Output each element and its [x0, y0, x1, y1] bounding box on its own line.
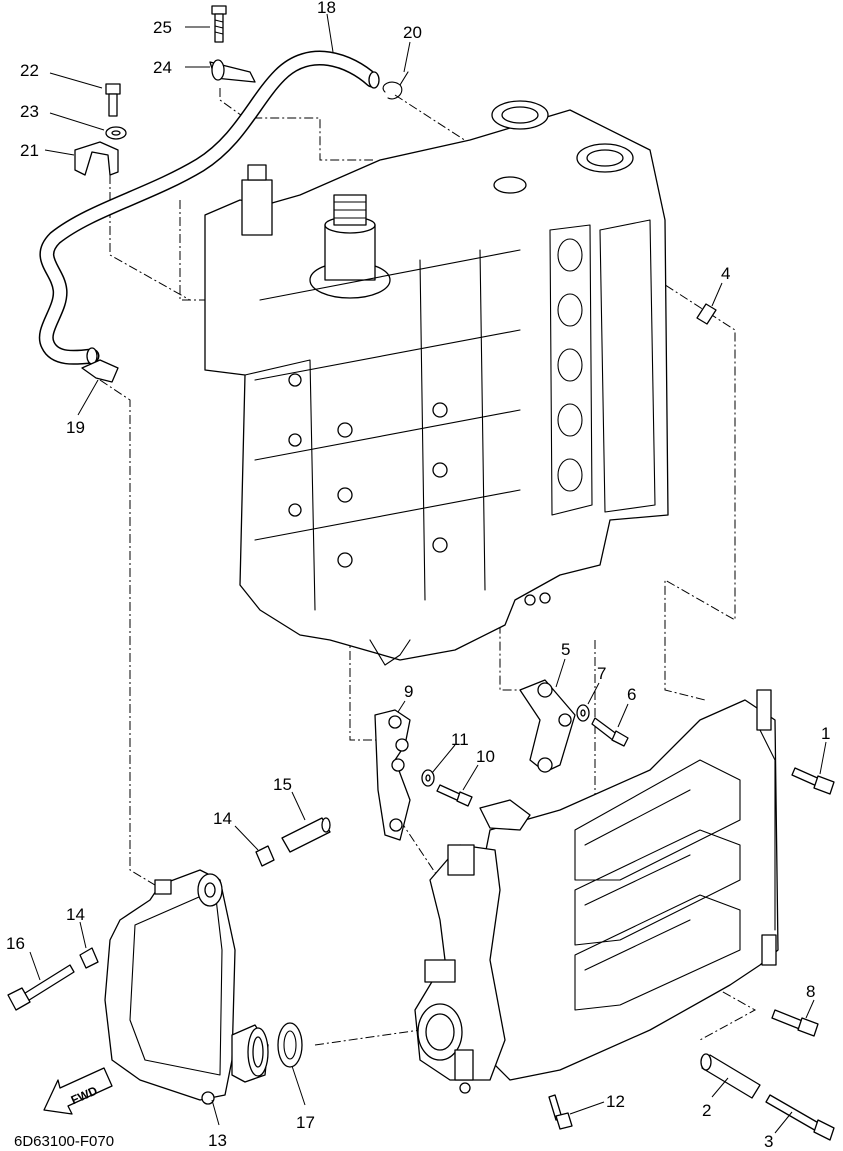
hose-clip-20 [382, 71, 409, 100]
bolt-10 [436, 784, 473, 807]
callout-17: 17 [296, 1113, 315, 1132]
intake-manifold [469, 689, 779, 1081]
bolt-12 [548, 1094, 573, 1130]
bolt-25 [211, 5, 227, 43]
callout-9: 9 [404, 682, 413, 701]
callout-7: 7 [597, 664, 606, 683]
intake-silencer [104, 869, 269, 1105]
callout-23: 23 [20, 102, 39, 121]
callout-19: 19 [66, 418, 85, 437]
callout-5: 5 [561, 640, 570, 659]
callout-2: 2 [702, 1101, 711, 1120]
drawing-code: 6D63100-F070 [14, 1133, 114, 1150]
hose-clip-19 [81, 359, 119, 383]
callout-25: 25 [153, 18, 172, 37]
callout-22: 22 [20, 61, 39, 80]
hose-clamp-17 [277, 1022, 303, 1068]
callout-12: 12 [606, 1092, 625, 1111]
callout-10: 10 [476, 747, 495, 766]
callout-14-lower: 14 [66, 905, 85, 924]
collar-14-upper [255, 845, 275, 867]
callout-15: 15 [273, 775, 292, 794]
tube-15 [281, 817, 331, 853]
callout-8: 8 [806, 982, 815, 1001]
pin-2 [700, 1053, 761, 1099]
bolt-8 [771, 1009, 819, 1037]
callout-11: 11 [451, 730, 469, 749]
callout-14-upper: 14 [213, 809, 232, 828]
bolt-6 [591, 717, 629, 747]
bolt-3 [765, 1094, 835, 1141]
fwd-arrow-icon: FWD [43, 1067, 113, 1115]
callout-4: 4 [721, 264, 730, 283]
callout-24: 24 [153, 58, 172, 77]
callout-13: 13 [208, 1131, 227, 1150]
washer-7 [576, 704, 590, 722]
callout-16: 16 [6, 934, 25, 953]
callout-labels: 25 18 20 24 22 23 21 19 4 5 7 6 9 11 10 … [6, 0, 830, 1151]
callout-6: 6 [627, 685, 636, 704]
engine-block [204, 100, 669, 666]
callout-18: 18 [317, 0, 336, 17]
bracket-9 [374, 709, 411, 841]
callout-1: 1 [821, 724, 830, 743]
breather-hose [38, 50, 380, 365]
collar-14-lower [79, 947, 99, 969]
callout-20: 20 [403, 23, 422, 42]
bolt-16 [7, 964, 75, 1011]
hose-holder-24 [209, 59, 256, 83]
dowel-pin-4 [696, 303, 717, 325]
callout-3: 3 [764, 1132, 773, 1151]
throttle-body [414, 799, 531, 1094]
washer-23 [105, 126, 127, 140]
callout-21: 21 [20, 141, 39, 160]
bolt-22 [105, 83, 121, 117]
bracket-5 [519, 679, 576, 773]
leader-lines [29, 13, 827, 1134]
washer-11 [421, 769, 435, 787]
bolt-1 [791, 767, 835, 795]
bracket-21 [74, 141, 119, 176]
